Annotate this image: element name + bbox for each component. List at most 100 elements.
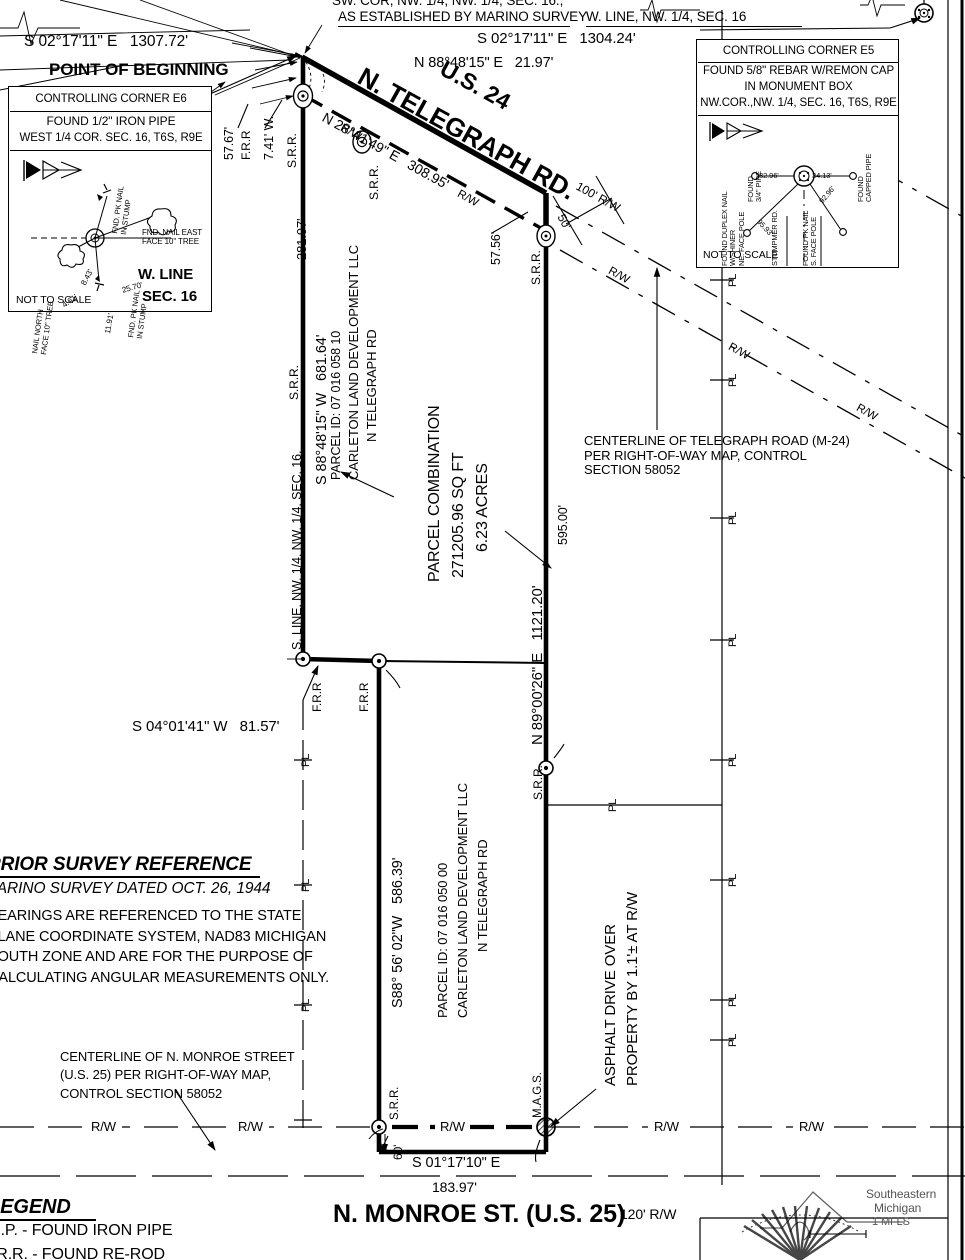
e5-header-rule [698,62,898,64]
e6-header-rule [10,111,211,113]
srr-tag-west-mid: S.R.R. [287,365,301,400]
pl-tag-6: PL [727,873,739,887]
e6-line2: WEST 1/4 COR. SEC. 16, T6S, R9E [19,132,203,144]
east-upper-dim: 595.00' [556,505,570,545]
monument-e5-marker [914,3,934,23]
pl-tick-marks [710,279,734,1041]
monument-frr-east-jog [371,653,387,669]
e5-not-to-scale: NOT TO SCALE [703,249,779,261]
controlling-corner-e6-box: CONTROLLING CORNER E6 FOUND 1/2" IRON PI… [8,86,212,355]
legend-heading-rule [0,1219,96,1221]
monroe-street-name: N. MONROE ST. (U.S. 25) [333,1200,626,1228]
east-line-bearing: N 89°00'26" E 1121.20' [529,585,546,746]
south-parcel-owner: CARLETON LAND DEVELOPMENT LLC [455,782,470,1018]
parcel-boundary [300,57,549,1155]
south-line-section-note: S. LINE, NW. 1/4, NW. 1/4, SEC. 16. [290,450,304,650]
logo-roof [760,1191,905,1241]
monument-srr-telegraph-upper [352,130,372,154]
legend-item-fip: F.I.P. - FOUND IRON PIPE [0,1222,173,1239]
monument-srr-south-west [371,1119,387,1135]
point-of-beginning-label: POINT OF BEGINNING [49,60,229,79]
west-upper-dim: 281.97' [294,218,309,260]
parcel-combination-sqft: 271205.96 SQ FT [450,452,467,578]
monroe-rw-lines [0,1124,965,1177]
north-parcel-address: N TELEGRAPH RD [364,329,379,443]
srr-tag-east-upper: S.R.R. [529,250,543,285]
logo-line2: Michigan [874,1201,922,1215]
e5-dim-e: 34.13' [812,171,832,180]
prior-survey-heading-rule [0,876,260,878]
rw-tag-monroe-2: R/W [232,1119,269,1135]
rw-tag-monroe-4: R/W [648,1119,685,1135]
frr-tag-east-jog: F.R.R [357,682,371,712]
e6-leader [209,55,298,95]
west-lower-bearing: S88° 56' 02"W 586.39' [390,857,406,1008]
rw-tag-monroe-3: R/W [435,1119,470,1135]
controlling-corner-e5-box: CONTROLLING CORNER E5 FOUND 5/8" REBAR W… [696,39,899,268]
jog-bearing: S 04°01'41" W 81.57' [132,718,280,735]
monroe-centerline-note: CENTERLINE OF N. MONROE STREET (U.S. 25)… [60,1049,295,1101]
west-stub-7-41: 7.41' W. [262,116,276,160]
rw-tag-monroe-1: R/W [85,1119,122,1135]
asphalt-drive-note: ASPHALT DRIVE OVER PROPERTY BY 1.1'± AT … [602,891,641,1086]
monument-frr-pob [292,83,314,109]
srr-tag-east-mid: S.R.R. [531,765,545,800]
legend-item-frr: F.R.R. - FOUND RE-ROD [0,1246,166,1260]
short-course-bearing: N 88°48'15" E 21.97' [414,55,554,71]
e5-found-34-pipe: FOUND 3/4" PIPE [746,171,764,202]
telegraph-row-dashed [302,93,549,234]
srr-tag-south-west: S.R.R. [389,1086,401,1120]
south-line-dim: 183.97' [432,1179,477,1195]
telegraph-50ft-dim [552,175,625,246]
monroe-rw-width: 120' R/W [620,1206,677,1222]
dim-ticks [287,56,303,660]
pl-tag-7: PL [727,993,739,1007]
e5-dim-w: 32.96' [759,171,779,180]
logo-ticks [809,1230,867,1238]
e5-line1: FOUND 5/8" REBAR W/REMON CAP [702,65,895,77]
pl-tag-2: PL [727,373,739,387]
pl-tag-interior: PL [607,798,619,812]
pl-tag-5: PL [727,753,739,767]
logo-sunburst [741,1205,861,1260]
e6-not-to-scale: NOT TO SCALE [16,294,92,306]
monument-srr-east-mid [538,760,554,776]
north-arrow-e6 [23,159,83,181]
monument-srr-telegraph-lower [536,224,556,248]
pl-tag-left-1: PL [300,753,312,767]
e5-found-pk-nail: FOUND PK NAIL S. FACE POLE [801,210,819,266]
south-parcel-id: PARCEL ID: 07 016 050 00 [435,862,450,1018]
prior-survey-body: BEARINGS ARE REFERENCED TO THE STATE PLA… [0,908,330,986]
srr-tag-pob: S.R.R. [285,133,299,168]
e5-found-capped-pipe: FOUND CAPPED PIPE [856,153,874,202]
monument-symbols [292,3,934,1137]
east-stub-57-56: 57.56' [489,231,503,265]
north-arrow-e5 [709,122,764,141]
left-bearing: S 02°17'11" E 1307.72' [24,33,189,50]
parcel-combination-title: PARCEL COMBINATION [426,405,443,582]
misc-linework [0,0,905,96]
telegraph-centerline-note: CENTERLINE OF TELEGRAPH ROAD (M-24) PER … [584,433,850,478]
pob-witness-rays [199,24,325,105]
e5-leader [699,17,922,31]
south-offset-60: 60' [391,1144,405,1160]
sw-corner-note: SW. COR, NW. 1/4, NW. 1/4, SEC. 16., [332,0,564,8]
interior-parcel-split [378,660,547,664]
w-line-bearing: S 02°17'11" E 1304.24' [477,30,636,47]
rw-tag-monroe-5: R/W [793,1119,830,1135]
south-line-bearing: S 01°17'10" E [412,1155,501,1171]
pl-tag-left-2: PL [300,878,312,892]
prior-survey-heading: PRIOR SURVEY REFERENCE [0,854,252,875]
e5-witness-sketch [743,165,857,266]
left-pl-ticks [294,759,312,1121]
frr-tag-west-jog: F.R.R [310,682,324,712]
legend-heading: LEGEND [0,1196,71,1218]
pl-tag-8: PL [727,1033,739,1047]
e6-fnd-nail-east: FND. NAIL EAST FACE 10" TREE [142,228,203,246]
pl-tag-4: PL [727,633,739,647]
e6-line2-rule [10,150,211,152]
e5-header: CONTROLLING CORNER E5 [722,45,875,57]
e6-header: CONTROLLING CORNER E6 [35,93,187,105]
